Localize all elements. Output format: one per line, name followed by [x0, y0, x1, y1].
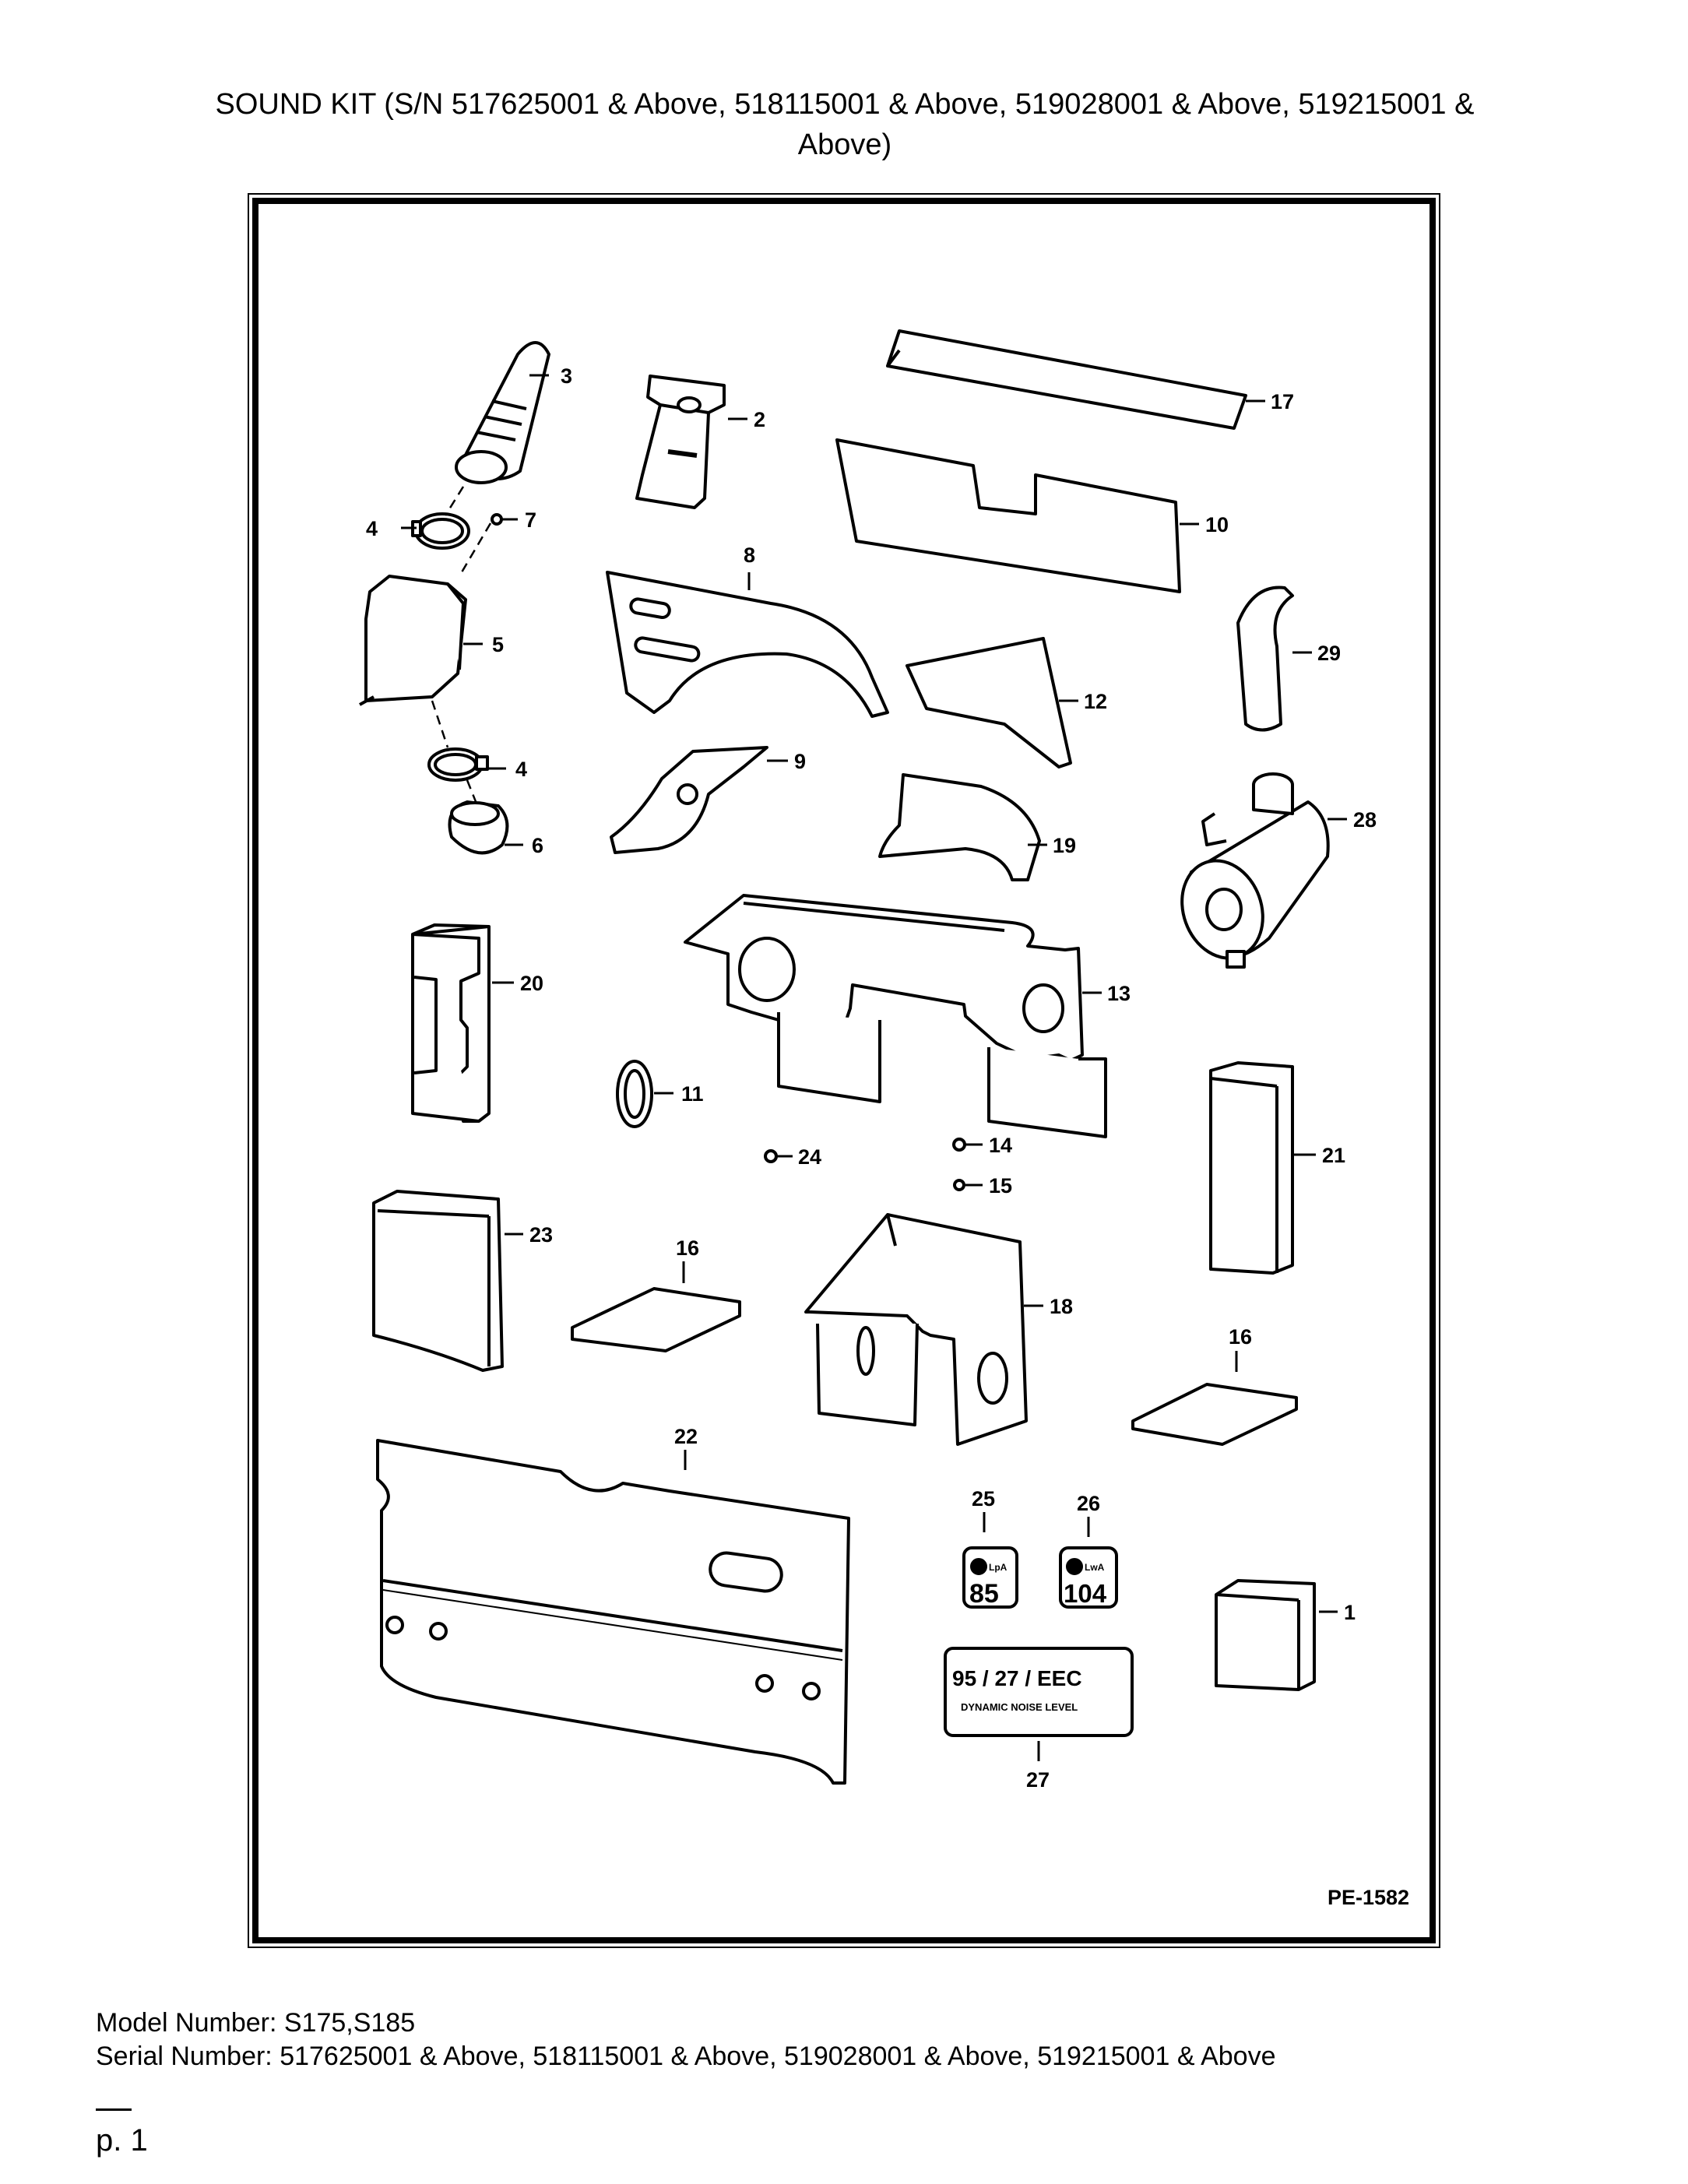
decal-lpa-label: LpA: [989, 1562, 1008, 1573]
callout-11: 10: [1205, 513, 1229, 536]
part-10-grommet: [616, 1060, 653, 1128]
part-26-decal-lwa: [1059, 1546, 1118, 1609]
decal-lwa-value: 104: [1064, 1579, 1107, 1608]
callout-15: 15: [989, 1174, 1012, 1198]
callout-8: 8: [744, 543, 755, 567]
callout-16-left: 16: [676, 1236, 699, 1260]
part-5-housing: [359, 575, 467, 706]
part-17-foam-strip: [886, 329, 1247, 430]
callout-12: 12: [1084, 690, 1107, 713]
callout-26: 26: [1077, 1492, 1100, 1515]
callout-28: 28: [1353, 808, 1377, 832]
callout-24: 24: [798, 1145, 821, 1169]
page-number: p. 1: [96, 2123, 148, 2158]
part-25-decal-lpa: [962, 1546, 1018, 1609]
decal-lwa-label: LwA: [1085, 1562, 1105, 1573]
title-line-1: SOUND KIT (S/N 517625001 & Above, 518115…: [215, 88, 1475, 121]
part-4-clamp-lower: [427, 747, 489, 782]
part-1-block: [1215, 1579, 1316, 1691]
callout-7: 7: [525, 508, 536, 532]
part-27-decal-eec: [944, 1647, 1134, 1737]
callout-29: 29: [1317, 642, 1341, 665]
title-line-2: Above): [797, 128, 892, 161]
page-title: SOUND KIT (S/N 517625001 & Above, 518115…: [93, 84, 1596, 165]
part-22-rear-panel: [376, 1439, 850, 1785]
callout-17: 17: [1271, 390, 1294, 413]
callout-9: 9: [794, 750, 806, 773]
callout-3: 3: [561, 364, 572, 388]
callout-20: 20: [520, 972, 543, 995]
diagram-frame-outer: [248, 193, 1440, 1948]
callout-18: 18: [1050, 1295, 1073, 1318]
part-12-panel: [906, 637, 1072, 768]
serial-number: Serial Number: 517625001 & Above, 518115…: [96, 2042, 1276, 2071]
part-8-side-panel: [606, 571, 889, 718]
part-14-bolt: [952, 1138, 966, 1152]
part-20-foam-block: [411, 923, 491, 1123]
callout-13: 13: [1107, 982, 1131, 1005]
decal-lpa-value: 85: [969, 1579, 999, 1609]
part-9-baffle: [610, 746, 768, 854]
callout-23: 23: [529, 1223, 553, 1247]
callout-27: 27: [1026, 1768, 1050, 1792]
callout-16-right: 16: [1229, 1325, 1252, 1349]
callout-6: 6: [532, 834, 543, 857]
model-number: Model Number: S175,S185: [96, 2008, 416, 2038]
callout-14: 14: [989, 1134, 1012, 1157]
callout-21: 21: [1322, 1144, 1345, 1167]
part-13-shroud: [684, 894, 1107, 1138]
part-18-shroud: [804, 1213, 1028, 1446]
part-2-bracket: [635, 375, 726, 509]
part-16-pad-right: [1131, 1383, 1298, 1446]
callout-22: 22: [674, 1425, 698, 1448]
part-21-foam-block: [1209, 1061, 1294, 1275]
part-16-pad-left: [571, 1287, 741, 1352]
callout-19: 19: [1053, 834, 1076, 857]
assembly-lines: [431, 486, 492, 804]
decal-eec-subtitle: DYNAMIC NOISE LEVEL: [961, 1701, 1078, 1713]
decal-eec-title: 95 / 27 / EEC: [952, 1666, 1082, 1690]
callout-10: 11: [681, 1082, 704, 1106]
drawing-id: PE-1582: [1328, 1886, 1410, 1909]
part-11-foam-panel: [835, 438, 1181, 593]
callout-4-upper: 4: [366, 517, 378, 540]
part-29-tailpipe: [1236, 586, 1294, 732]
callout-4-lower: 4: [515, 758, 527, 781]
part-15-washer: [953, 1179, 965, 1191]
callout-2: 2: [754, 408, 765, 431]
callout-1: 1: [1344, 1601, 1356, 1624]
leader-lines: [401, 374, 1347, 1761]
part-3-intake-hose: [455, 341, 550, 484]
part-4-clamp-upper: [411, 512, 470, 550]
part-24-bolt: [764, 1149, 778, 1163]
callout-5: 5: [492, 633, 504, 656]
footer-rule: [96, 2108, 132, 2111]
part-23-foam-block: [372, 1190, 504, 1372]
callout-25: 25: [972, 1487, 995, 1511]
part-19-baffle: [878, 773, 1041, 881]
part-28-muffler: [1180, 772, 1330, 969]
diagram-frame: [252, 198, 1436, 1943]
part-6-coupling: [448, 800, 509, 855]
